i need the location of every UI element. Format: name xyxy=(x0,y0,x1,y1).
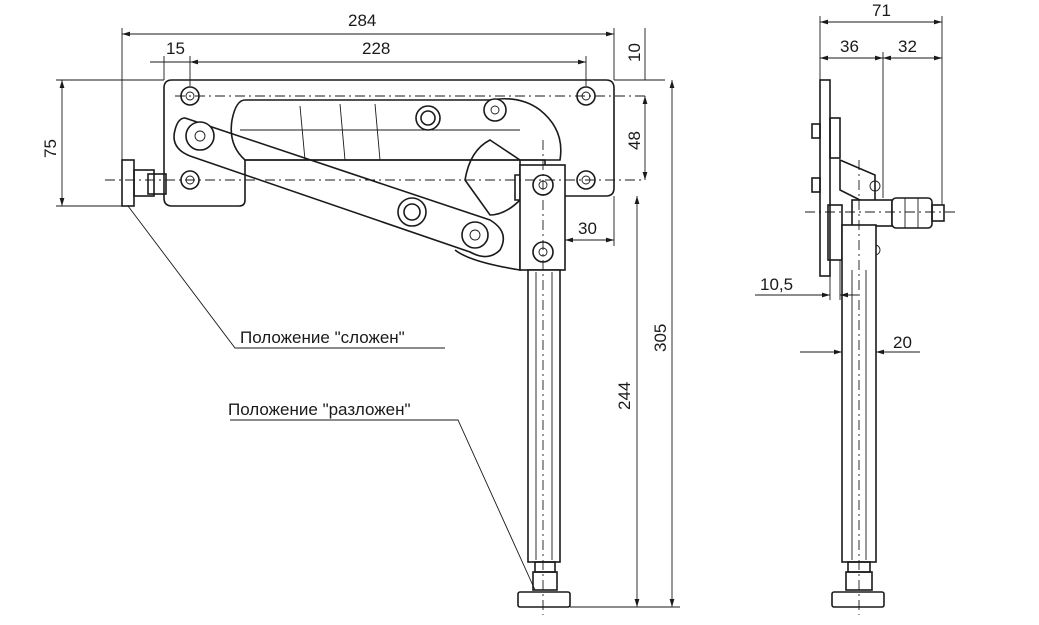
front-leg xyxy=(517,164,571,608)
hinge-lever xyxy=(464,139,521,216)
mounting-plate xyxy=(163,79,615,207)
side-dimensions xyxy=(755,16,943,355)
dim-plate-thickness: 10,5 xyxy=(760,275,793,294)
dim-top-offset: 10 xyxy=(625,43,644,62)
dim-total-height: 305 xyxy=(651,324,670,352)
dim-side-left: 36 xyxy=(840,37,859,56)
side-view xyxy=(805,79,955,615)
dim-edge-offset: 15 xyxy=(166,39,185,58)
dim-side-right: 32 xyxy=(898,37,917,56)
dim-leg-length: 244 xyxy=(615,382,634,410)
front-view xyxy=(105,79,645,615)
dim-bolt-spacing: 228 xyxy=(362,39,390,58)
dim-side-overall: 71 xyxy=(872,1,891,20)
dim-hole-spacing: 48 xyxy=(625,131,644,150)
dim-leg-diameter: 20 xyxy=(893,333,912,352)
dim-overall-width: 284 xyxy=(348,11,376,30)
inner-cover xyxy=(230,97,562,161)
label-folded: Положение "сложен" xyxy=(240,328,405,347)
dim-bracket-height: 75 xyxy=(41,139,60,158)
front-dimensions xyxy=(56,28,680,608)
link-arm xyxy=(173,117,505,258)
label-unfolded: Положение "разложен" xyxy=(228,400,411,419)
dim-leg-offset: 30 xyxy=(578,219,597,238)
